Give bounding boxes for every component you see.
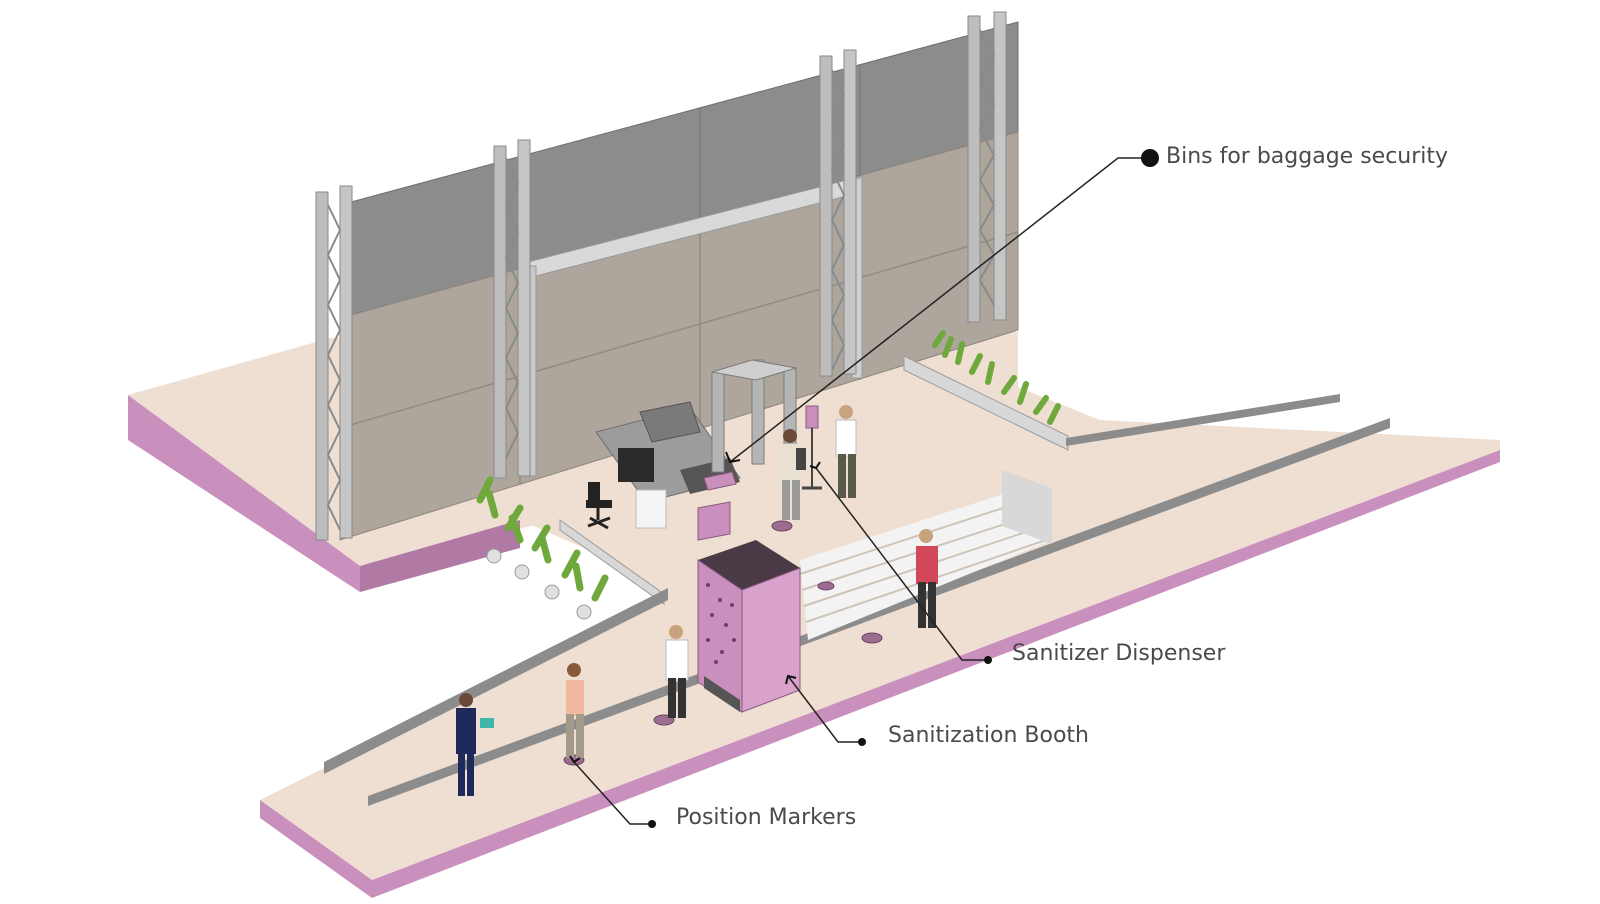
- leader-arrowheads: [569, 451, 821, 764]
- sanitizer-stand: [802, 405, 822, 490]
- metal-detector-icon: [711, 359, 797, 473]
- left-planter: [476, 476, 665, 620]
- truss-columns: [315, 11, 1007, 541]
- office-chair-icon: [586, 482, 612, 530]
- person-icon: [566, 663, 584, 758]
- leader-bins: [729, 157, 1150, 463]
- person-icon: [916, 529, 938, 628]
- label-sanitization-booth: Sanitization Booth: [888, 723, 1089, 748]
- label-position-markers: Position Markers: [676, 805, 856, 830]
- person-icon: [665, 625, 689, 718]
- right-planter: [903, 330, 1069, 451]
- gate-truss-icon: [493, 139, 531, 479]
- gate-truss-icon: [967, 11, 1007, 323]
- leader-markers: [573, 761, 652, 825]
- person-icon: [456, 693, 494, 796]
- person-icon: [835, 405, 857, 498]
- baggage-bin: [697, 471, 737, 541]
- label-sanitizer-dispenser: Sanitizer Dispenser: [1012, 641, 1226, 666]
- person-icon: [780, 429, 806, 520]
- potted-plant-icon: [932, 330, 1061, 425]
- label-bins-for-baggage-security: Bins for baggage security: [1166, 144, 1448, 169]
- gate-truss-icon: [315, 185, 353, 541]
- potted-plant-icon: [476, 476, 609, 620]
- leader-endpoints: [648, 149, 1159, 828]
- leader-booth: [787, 675, 862, 743]
- gate-truss-icon: [819, 49, 857, 377]
- leader-sanitizer: [815, 467, 988, 661]
- callout-leaders: [573, 157, 1150, 825]
- people: [456, 405, 938, 796]
- ramp-railings: [324, 394, 1390, 806]
- sanitization-booth: [697, 540, 801, 713]
